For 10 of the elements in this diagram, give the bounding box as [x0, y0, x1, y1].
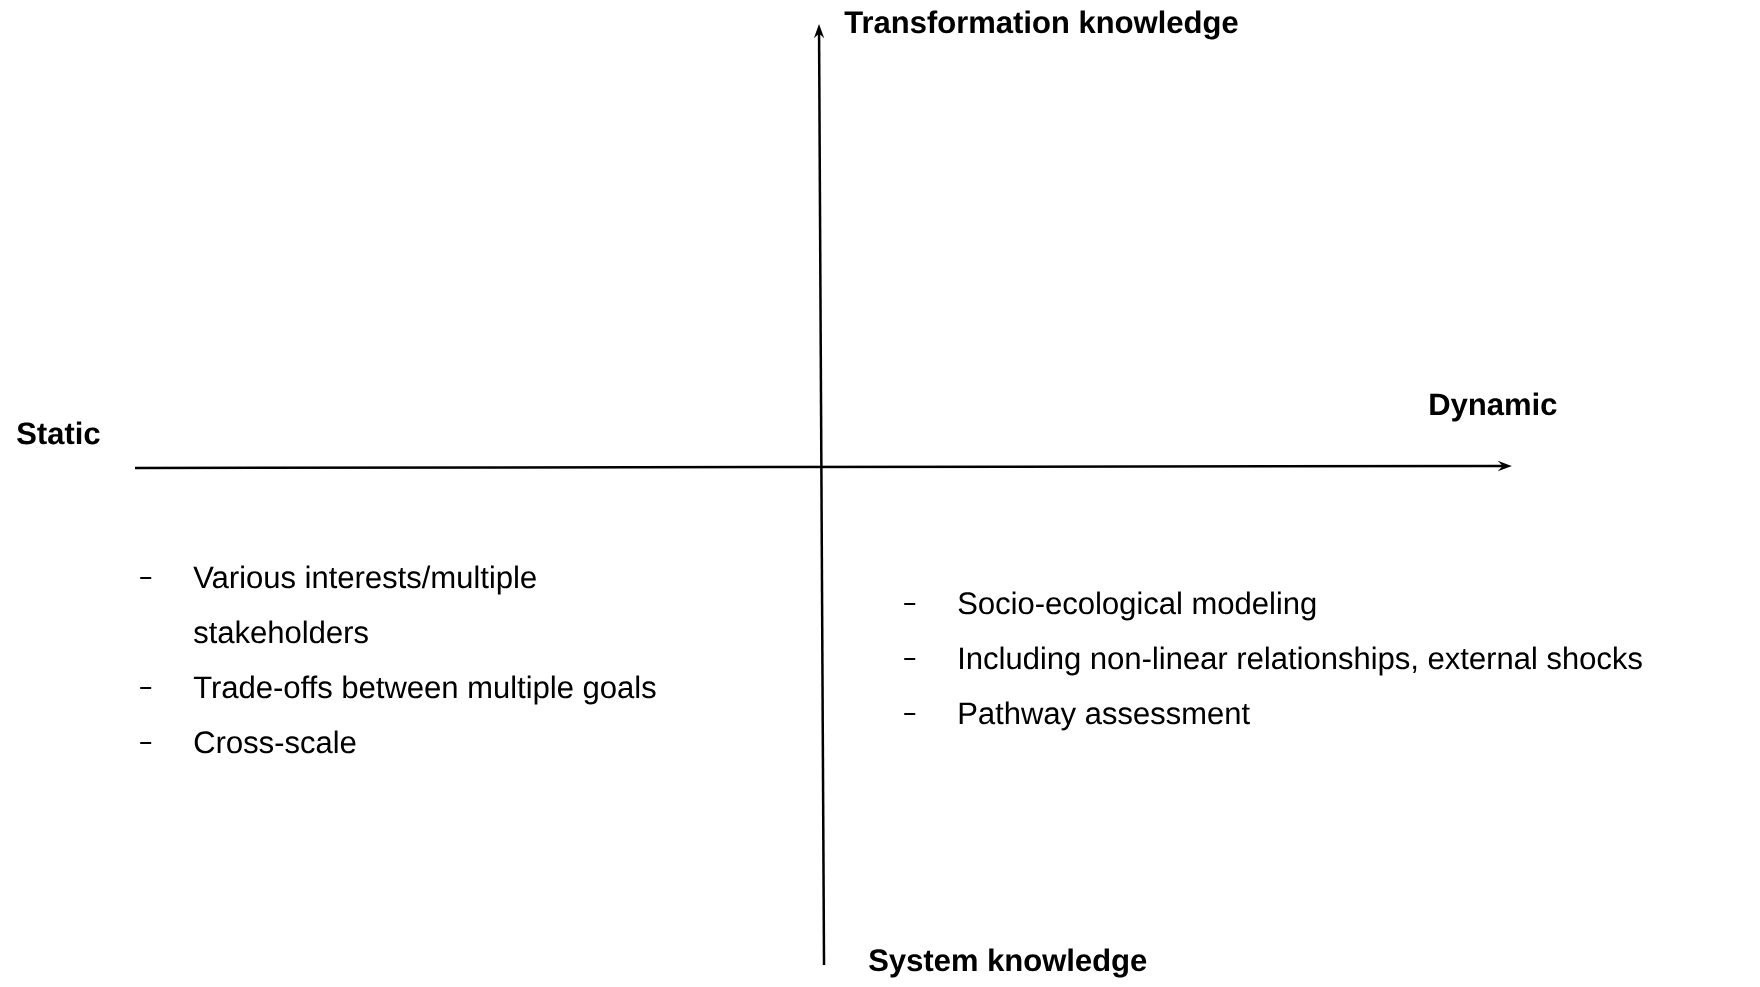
- axis-label: Dynamic: [1430, 392, 1557, 422]
- list-item: Socio-ecological modeling: [958, 591, 1316, 621]
- list-item: Pathway assessment: [959, 701, 1250, 731]
- list-item: Including non-linear relationships, external shocks: [960, 646, 1642, 676]
- list-item: Trade-offs between multiple goals: [193, 675, 656, 705]
- list-item: Cross-scale: [194, 730, 356, 754]
- axis-label: System knowledge: [869, 948, 1147, 978]
- list-item: Various interests/multiple stakeholders: [193, 565, 536, 644]
- axis-label: Static: [17, 421, 100, 445]
- axis-label: Transformation knowledge: [844, 10, 1238, 40]
